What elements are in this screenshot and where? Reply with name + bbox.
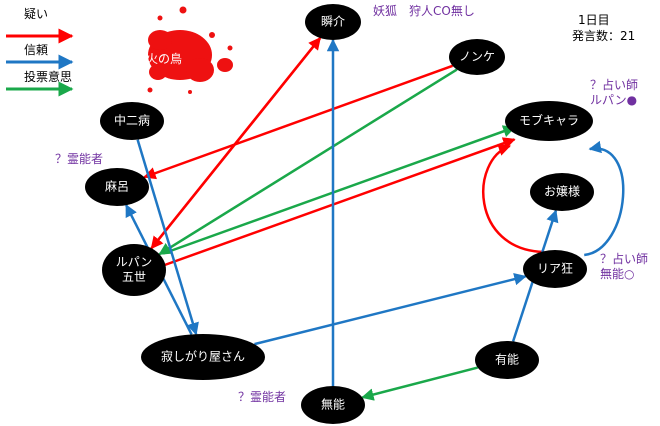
node-nonke <box>449 39 505 75</box>
node-sabishi <box>141 334 265 380</box>
edges-layer <box>125 37 625 401</box>
edge-riajuu-to-mobu <box>482 143 545 254</box>
blood-splat <box>147 6 233 94</box>
node-yuunou <box>475 341 539 379</box>
legend-label-vote: 投票意思 <box>24 70 73 84</box>
annotation-shunsuke: 妖狐 狩人CO無し <box>373 4 475 18</box>
node-maro <box>85 168 149 206</box>
day-label: 1日目 <box>578 13 610 27</box>
annotation-riajuu: ？占い師無能○ <box>600 252 649 281</box>
node-mobu <box>505 101 593 141</box>
edge-nonke-to-lupin <box>158 68 458 256</box>
node-ojou <box>530 173 594 211</box>
legend-label-doubt: 疑い <box>24 7 49 21</box>
fire-bird-label: 火の鳥 <box>146 52 183 66</box>
edge-riajuu-to-mobu <box>584 140 625 257</box>
annotation-maro: ？霊能者 <box>55 152 104 166</box>
edge-lupin-to-mobu <box>162 125 516 255</box>
edge-lupin-to-mobu <box>162 137 516 267</box>
node-shunsuke <box>305 4 361 40</box>
edge-yuunou-to-munou <box>361 366 478 401</box>
annotation-munou: ？霊能者 <box>238 390 287 404</box>
node-chuuni <box>100 102 164 140</box>
nodes-layer <box>85 4 594 424</box>
edge-sabishi-to-riajuu <box>254 273 527 346</box>
node-lupin <box>102 244 166 296</box>
legend-label-trust: 信頼 <box>24 43 49 57</box>
node-munou <box>301 386 365 424</box>
annotation-mobu: ？占い師ルパン● <box>590 78 639 107</box>
edge-nonke-to-maro <box>143 64 454 180</box>
node-riajuu <box>523 250 587 288</box>
edge-chuuni-to-sabishi <box>136 139 199 336</box>
post-count: 発言数：21 <box>572 29 636 43</box>
